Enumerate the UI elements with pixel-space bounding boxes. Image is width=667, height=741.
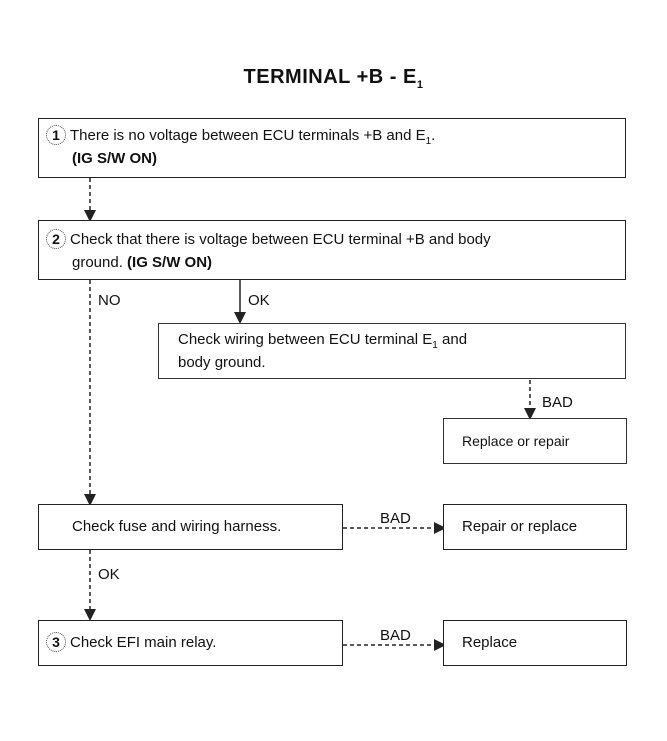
- replace-box: [443, 620, 627, 666]
- step2-box: [38, 220, 626, 280]
- label-ok-wiring: OK: [248, 292, 270, 309]
- replace-or-repair-box: [443, 418, 627, 464]
- repair-or-replace-box: [443, 504, 627, 550]
- step1-number: 1: [46, 125, 66, 145]
- label-ok-fuse: OK: [98, 566, 120, 583]
- wiring-check-box: [158, 323, 626, 379]
- fuse-check-text: Check fuse and wiring harness.: [72, 518, 282, 535]
- diagram-title: TERMINAL +B - E1: [243, 66, 424, 91]
- step2-condition: ground. (IG S/W ON): [72, 254, 213, 271]
- wiring-check-text: Check wiring between ECU terminal E1 and: [178, 331, 468, 351]
- step3-number: 3: [46, 632, 66, 652]
- label-bad-relay: BAD: [380, 627, 411, 644]
- step2-number: 2: [46, 229, 66, 249]
- label-bad-fuse: BAD: [380, 510, 411, 527]
- wiring-check-text-2: body ground.: [178, 354, 266, 371]
- step1-box: [38, 118, 626, 178]
- repair-or-replace-text: Repair or replace: [462, 518, 578, 535]
- label-no: NO: [98, 292, 121, 309]
- step1-condition: (IG S/W ON): [72, 150, 157, 167]
- label-bad-wiring: BAD: [542, 394, 573, 411]
- fuse-check-box: [38, 504, 343, 550]
- replace-text: Replace: [462, 634, 518, 651]
- step3-box: [38, 620, 343, 666]
- replace-or-repair-text: Replace or repair: [462, 433, 570, 449]
